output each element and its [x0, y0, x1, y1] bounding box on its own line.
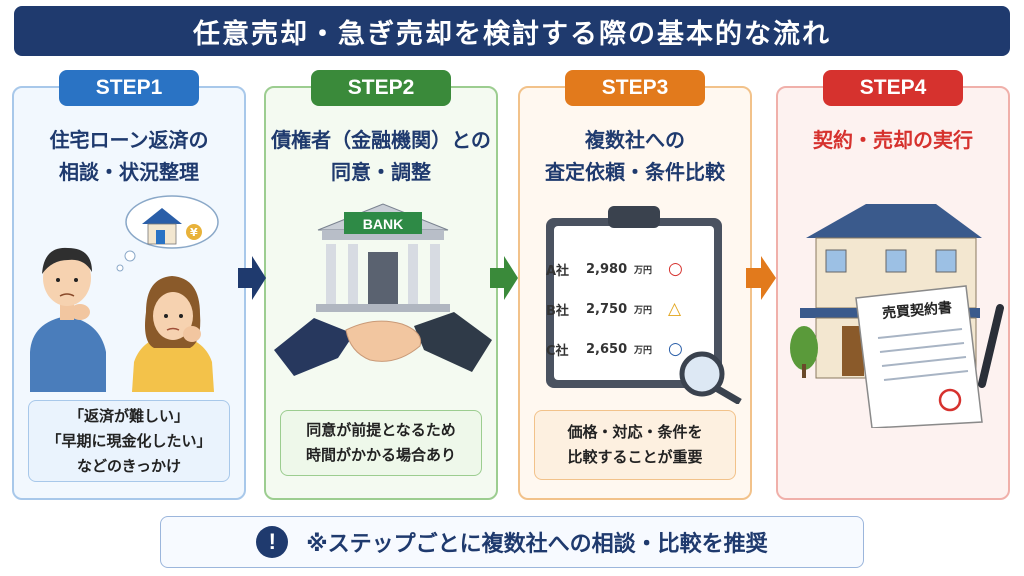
- step1-note: 「返済が難しい」 「早期に現金化したい」 などのきっかけ: [28, 400, 230, 482]
- step2-note: 同意が前提となるため 時間がかかる場合あり: [280, 410, 482, 476]
- quote-mark-triangle: △: [668, 299, 682, 319]
- step4-badge: STEP4: [823, 70, 963, 106]
- magnifier-icon: [679, 351, 725, 397]
- quote-amount: 2,980: [586, 261, 628, 277]
- clipboard-icon: [546, 206, 742, 404]
- step1-title: 住宅ローン返済の 相談・状況整理: [14, 124, 244, 188]
- step1-note-line1: 「返済が難しい」: [68, 406, 189, 425]
- step3-title-line1: 複数社への: [585, 128, 685, 152]
- step2-title-line2: 同意・調整: [331, 160, 431, 184]
- step2-note-line1: 同意が前提となるため: [306, 421, 456, 439]
- exclamation-icon: !: [256, 526, 289, 558]
- quote-amount: 2,650: [586, 341, 628, 357]
- house-contract-illustration: [790, 204, 1004, 428]
- man-figure: [30, 247, 106, 392]
- quote-mark-circle: ○: [668, 339, 683, 359]
- handshake-icon: [274, 312, 492, 376]
- arrow-right-icon: [746, 256, 776, 300]
- quote-unit: 万円: [634, 265, 653, 276]
- step2-card: 債権者（金融機関）との 同意・調整 BANK 同意が前提となるため 時間がかかる…: [264, 86, 498, 500]
- quote-row-a: A社 2,980 万円 ○: [546, 250, 698, 288]
- quote-row-c: C社 2,650 万円 ○: [546, 330, 698, 368]
- quote-row-b: B社 2,750 万円 △: [546, 290, 698, 328]
- step3-title: 複数社への 査定依頼・条件比較: [520, 124, 750, 188]
- step1-badge: STEP1: [59, 70, 199, 106]
- recommendation-banner: ! ※ステップごとに複数社への相談・比較を推奨: [160, 516, 864, 568]
- step4-title-line1: 契約・売却の実行: [813, 128, 973, 152]
- step3-note: 価格・対応・条件を 比較することが重要: [534, 410, 736, 480]
- arrow-right-icon: [490, 256, 518, 300]
- step1-note-line2: 「早期に現金化したい」: [46, 431, 212, 450]
- step1-note-line3: などのきっかけ: [77, 456, 181, 475]
- bank-building-icon: [316, 203, 450, 312]
- woman-figure: [132, 276, 214, 392]
- step1-title-line1: 住宅ローン返済の: [49, 128, 209, 152]
- yen-icon: ¥: [190, 226, 198, 239]
- step2-badge: STEP2: [311, 70, 451, 106]
- quote-mark-circle: ○: [668, 259, 683, 279]
- step1-card: 住宅ローン返済の 相談・状況整理 ¥: [12, 86, 246, 500]
- step2-title: 債権者（金融機関）との 同意・調整: [266, 124, 496, 188]
- quote-unit: 万円: [634, 345, 653, 356]
- page-title: 任意売却・急ぎ売却を検討する際の基本的な流れ: [14, 6, 1010, 56]
- step4-card: 契約・売却の実行 売買契約書: [776, 86, 1010, 500]
- step3-card: 複数社への 査定依頼・条件比較 A社 2,980 万円 ○ B社 2,750 万…: [518, 86, 752, 500]
- bank-handshake-illustration: BANK: [274, 203, 492, 376]
- quote-company: C社: [546, 343, 569, 359]
- step3-title-line2: 査定依頼・条件比較: [545, 160, 725, 184]
- arrow-right-icon: [238, 256, 266, 300]
- step3-badge: STEP3: [565, 70, 705, 106]
- step4-title: 契約・売却の実行: [778, 124, 1008, 156]
- recommendation-text: ※ステップごとに複数社への相談・比較を推奨: [306, 532, 768, 557]
- bank-sign-text: BANK: [363, 216, 403, 232]
- pen-icon: [978, 304, 1004, 388]
- quote-company: A社: [546, 263, 570, 279]
- step3-note-line2: 比較することが重要: [567, 448, 703, 466]
- quote-amount: 2,750: [586, 301, 628, 317]
- thought-bubble-icon: [116, 195, 219, 272]
- worried-couple-illustration: ¥: [30, 195, 219, 392]
- quote-company: B社: [546, 303, 569, 319]
- quote-unit: 万円: [634, 305, 653, 316]
- step2-note-line2: 時間がかかる場合あり: [305, 446, 456, 464]
- step2-title-line1: 債権者（金融機関）との: [271, 128, 491, 152]
- step1-title-line2: 相談・状況整理: [59, 160, 199, 184]
- step3-note-line1: 価格・対応・条件を: [567, 423, 703, 441]
- contract-document-icon: [855, 285, 983, 428]
